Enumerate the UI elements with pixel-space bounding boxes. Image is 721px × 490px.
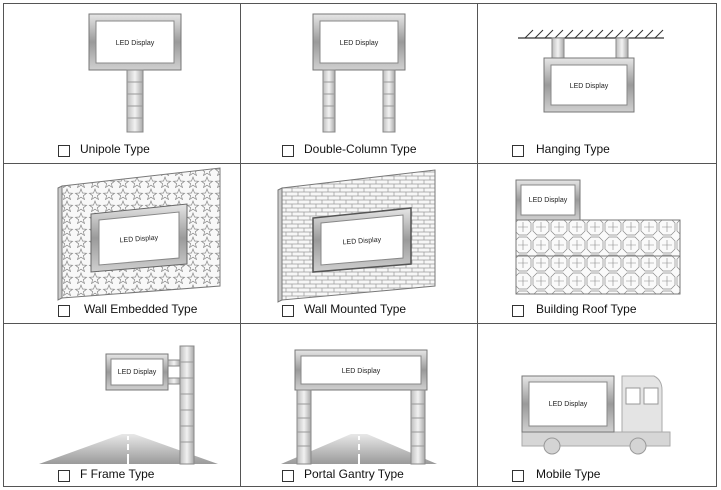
double-column-billboard-icon: LED Display (312, 13, 406, 133)
building-roof-type-label: Building Roof Type (536, 302, 637, 316)
unipole-type-label: Unipole Type (80, 142, 150, 156)
led-display-label: LED Display (549, 401, 588, 408)
wall-embedded-type-checkbox[interactable] (58, 305, 70, 317)
led-display-label: LED Display (529, 197, 568, 204)
wall-mounted-type-checkbox[interactable] (282, 305, 294, 317)
wall-embedded-display-icon: LED Display (57, 167, 221, 301)
cell-building-roof: LED Display Building Roof Type (478, 164, 716, 324)
led-display-label: LED Display (119, 235, 158, 245)
led-display-label: LED Display (116, 40, 155, 47)
wall-mounted-type-label: Wall Mounted Type (304, 302, 407, 316)
cell-double-column: LED Display Double-Column Type (241, 4, 478, 164)
led-display-label: LED Display (342, 368, 381, 375)
cell-f-frame: LED Display F Frame Type (4, 324, 241, 486)
hanging-type-label: Hanging Type (536, 142, 610, 156)
cell-hanging: LED Display Hanging Type (478, 4, 716, 164)
mobile-type-checkbox[interactable] (512, 470, 524, 482)
portal-gantry-type-checkbox[interactable] (282, 470, 294, 482)
led-display-label: LED Display (340, 40, 379, 47)
building-roof-type-checkbox[interactable] (512, 305, 524, 317)
cell-wall-embedded: LED Display Wall Embedded Type (4, 164, 241, 324)
cell-mobile: LED Display Mobile Type (478, 324, 716, 486)
unipole-type-checkbox[interactable] (58, 145, 70, 157)
f-frame-type-checkbox[interactable] (58, 470, 70, 482)
hanging-type-checkbox[interactable] (512, 145, 524, 157)
wall-embedded-type-label: Wall Embedded Type (84, 302, 198, 316)
double-column-type-label: Double-Column Type (304, 142, 417, 156)
cell-unipole: LED Display Unipole Type (4, 4, 241, 164)
portal-gantry-display-icon: LED Display (281, 349, 437, 465)
f-frame-display-icon: LED Display (39, 345, 218, 465)
installation-types-grid: LED Display Unipole Type LED Display Dou… (3, 3, 717, 487)
hanging-display-icon: LED Display (518, 29, 664, 113)
mobile-truck-display-icon: LED Display (521, 375, 671, 455)
cell-wall-mounted: LED Display Wall Mounted Type (241, 164, 478, 324)
wall-mounted-display-icon: LED Display (277, 169, 436, 303)
led-display-label: LED Display (570, 83, 609, 90)
building-roof-display-icon: LED Display (515, 179, 681, 295)
unipole-billboard-icon: LED Display (88, 13, 182, 133)
double-column-type-checkbox[interactable] (282, 145, 294, 157)
led-display-label: LED Display (342, 237, 381, 247)
portal-gantry-type-label: Portal Gantry Type (304, 467, 404, 481)
f-frame-type-label: F Frame Type (80, 467, 155, 481)
cell-portal-gantry: LED Display Portal Gantry Type (241, 324, 478, 486)
mobile-type-label: Mobile Type (536, 467, 601, 481)
led-display-label: LED Display (118, 369, 157, 376)
